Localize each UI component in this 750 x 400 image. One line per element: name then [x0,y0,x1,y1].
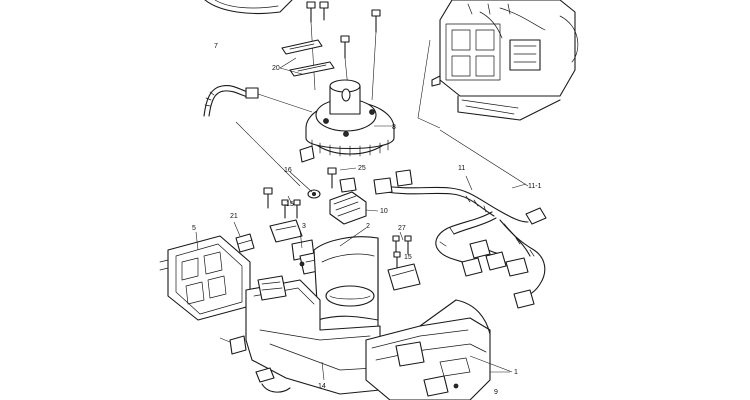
lower-case [219,275,381,395]
callout-21: 21 [230,213,238,220]
actuator-right [387,231,421,291]
screw-b [319,1,329,21]
callout-16: 16 [284,167,292,174]
callout-7: 7 [214,43,218,50]
blower-motor [299,79,395,163]
callout-9: 9 [494,389,498,396]
actuator-left [235,195,333,275]
upper-case [313,236,379,331]
callout-15-right: 15 [404,254,412,261]
heater-case [365,299,513,400]
callout-labels: 7 20 8 25 16 11 11-1 10 15 21 3 2 5 27 1… [192,43,542,396]
callout-3: 3 [302,223,306,230]
callout-20: 20 [272,65,280,72]
leaders [195,57,392,381]
callout-5: 5 [192,225,196,232]
gaskets [281,39,335,77]
callout-8: 8 [392,124,396,131]
wiring-harness [373,169,547,309]
hose [203,85,313,117]
inlet-frame [159,235,251,321]
callout-11-1: 11-1 [528,183,542,190]
callout-14: 14 [318,383,326,390]
screw-c [340,35,350,59]
callout-27: 27 [398,225,406,232]
control-box [431,0,579,121]
screw-d [371,9,381,33]
resistor [329,177,379,225]
callout-25: 25 [358,165,366,172]
callout-15-left: 15 [286,201,294,208]
callout-2: 2 [366,223,370,230]
screw-a [306,1,316,23]
callout-10: 10 [380,208,388,215]
callout-11: 11 [458,165,465,172]
top-cover-fragment [204,0,293,15]
small-screws-center [263,167,337,209]
callout-1: 1 [514,369,518,376]
